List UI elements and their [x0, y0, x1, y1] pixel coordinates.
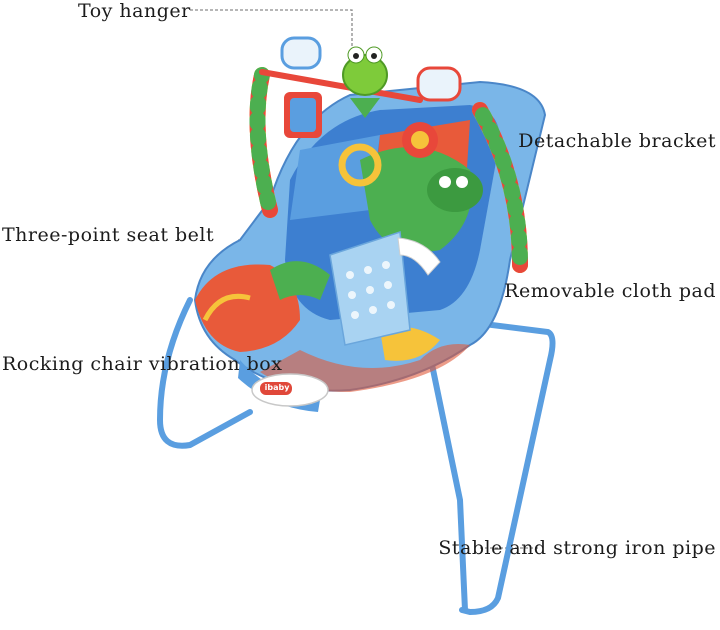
label-seat-belt: Three-point seat belt — [2, 224, 215, 246]
leader-toy-hanger — [190, 9, 353, 50]
seat-body — [193, 80, 547, 392]
detachable-bracket — [249, 67, 528, 273]
label-toy-hanger: Toy hanger — [78, 0, 191, 22]
label-iron-pipe: Stable and strong iron pipe — [438, 537, 716, 559]
label-cloth-pad: Removable cloth pad — [504, 280, 716, 302]
brand-logo: ibaby — [264, 383, 290, 392]
label-detachable-bracket: Detachable bracket — [518, 130, 716, 152]
label-vibration-box: Rocking chair vibration box — [2, 353, 283, 375]
vibration-box — [238, 360, 329, 412]
iron-pipe-frame — [156, 297, 556, 616]
toy-hanger — [280, 36, 462, 187]
seat-belt-pad — [329, 230, 441, 346]
